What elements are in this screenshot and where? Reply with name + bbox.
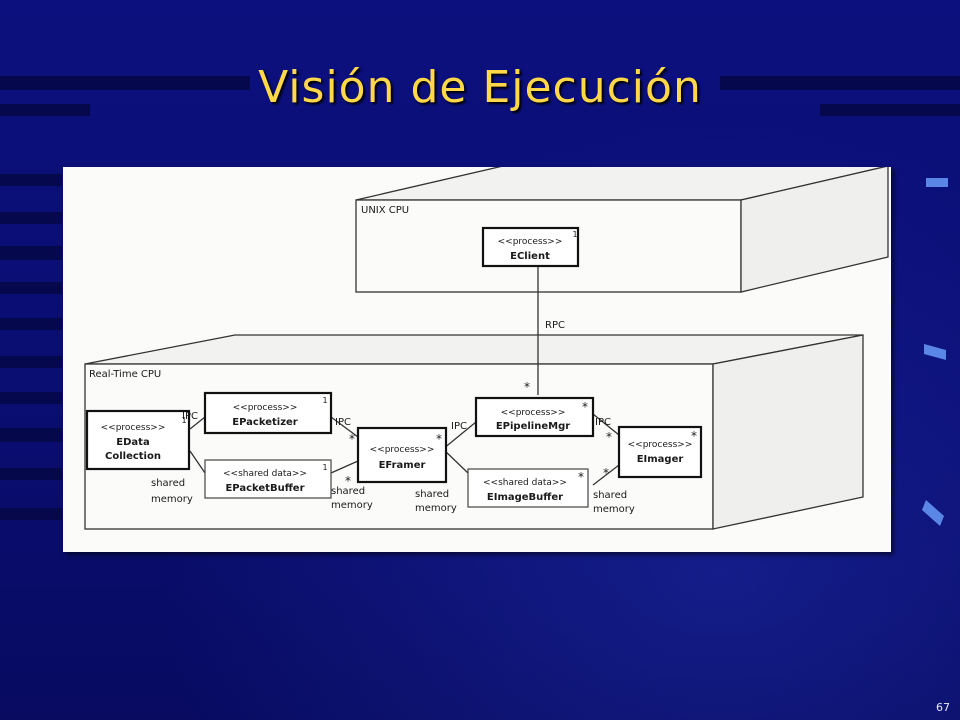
svg-text:EData: EData	[116, 437, 149, 448]
shared-memory-label: shared	[331, 486, 365, 497]
ipc-label: IPC	[335, 417, 351, 428]
svg-text:<<process>>: <<process>>	[370, 445, 435, 455]
shared-memory-label: memory	[415, 503, 457, 514]
svg-text:*: *	[578, 470, 584, 484]
deployment-diagram-svg: UNIX CPU Real-Time CPU RPC <<process>> E…	[84, 165, 889, 530]
svg-text:*: *	[603, 466, 609, 480]
svg-text:<<process>>: <<process>>	[101, 423, 166, 433]
svg-text:1: 1	[322, 396, 327, 405]
shared-memory-label: shared	[593, 490, 627, 501]
epacketbuffer-component: <<shared data>> EPacketBuffer 1	[204, 459, 332, 499]
svg-text:<<shared data>>: <<shared data>>	[223, 469, 307, 479]
deployment-diagram: UNIX CPU Real-Time CPU RPC <<process>> E…	[63, 165, 891, 552]
svg-text:Collection: Collection	[105, 451, 161, 462]
multiplicity-markers: * * * * *	[345, 380, 612, 488]
unix-cpu-label: UNIX CPU	[361, 205, 409, 216]
eframer-component: <<process>> EFramer *	[356, 426, 448, 484]
svg-text:*: *	[345, 474, 351, 488]
epipelinemgr-component: <<process>> EPipelineMgr *	[474, 396, 595, 438]
rpc-label: RPC	[545, 320, 565, 331]
ipc-label: IPC	[595, 417, 611, 428]
shared-memory-label: shared	[415, 489, 449, 500]
svg-text:*: *	[349, 432, 355, 446]
svg-text:EClient: EClient	[510, 251, 550, 262]
shared-memory-label: memory	[151, 494, 193, 505]
connector-labels: IPC IPC IPC IPC shared memory shared mem…	[151, 411, 635, 515]
svg-text:EImager: EImager	[637, 454, 684, 465]
svg-text:<<process>>: <<process>>	[628, 440, 693, 450]
svg-text:<<process>>: <<process>>	[501, 408, 566, 418]
svg-text:*: *	[582, 400, 588, 414]
ipc-label: IPC	[182, 411, 198, 422]
svg-text:*: *	[606, 430, 612, 444]
svg-text:<<shared data>>: <<shared data>>	[483, 478, 567, 488]
svg-text:EPacketBuffer: EPacketBuffer	[225, 483, 304, 494]
svg-text:EPipelineMgr: EPipelineMgr	[496, 421, 570, 432]
svg-text:<<process>>: <<process>>	[233, 403, 298, 413]
eclient-component: <<process>> EClient 1	[481, 226, 580, 268]
svg-text:*: *	[436, 432, 442, 446]
svg-text:EPacketizer: EPacketizer	[232, 417, 298, 428]
edata-collection-component: <<process>> EData Collection 1	[85, 409, 191, 471]
svg-text:1: 1	[322, 463, 327, 472]
slide-number: 67	[936, 701, 950, 714]
eimager-component: <<process>> EImager *	[617, 425, 703, 479]
real-time-cpu-label: Real-Time CPU	[89, 369, 161, 380]
svg-text:<<process>>: <<process>>	[498, 237, 563, 247]
svg-text:*: *	[691, 429, 697, 443]
shared-memory-label: memory	[593, 504, 635, 515]
ipc-label: IPC	[451, 421, 467, 432]
shared-memory-label: memory	[331, 500, 373, 511]
svg-text:EImageBuffer: EImageBuffer	[487, 492, 563, 503]
shared-memory-label: shared	[151, 478, 185, 489]
svg-text:1: 1	[572, 230, 577, 239]
eimagebuffer-component: <<shared data>> EImageBuffer *	[467, 468, 589, 508]
svg-text:EFramer: EFramer	[379, 460, 426, 471]
epacketizer-component: <<process>> EPacketizer 1	[203, 391, 333, 435]
svg-text:1: 1	[181, 416, 186, 425]
svg-text:*: *	[524, 380, 530, 394]
slide-title: Visión de Ejecución	[258, 62, 702, 113]
